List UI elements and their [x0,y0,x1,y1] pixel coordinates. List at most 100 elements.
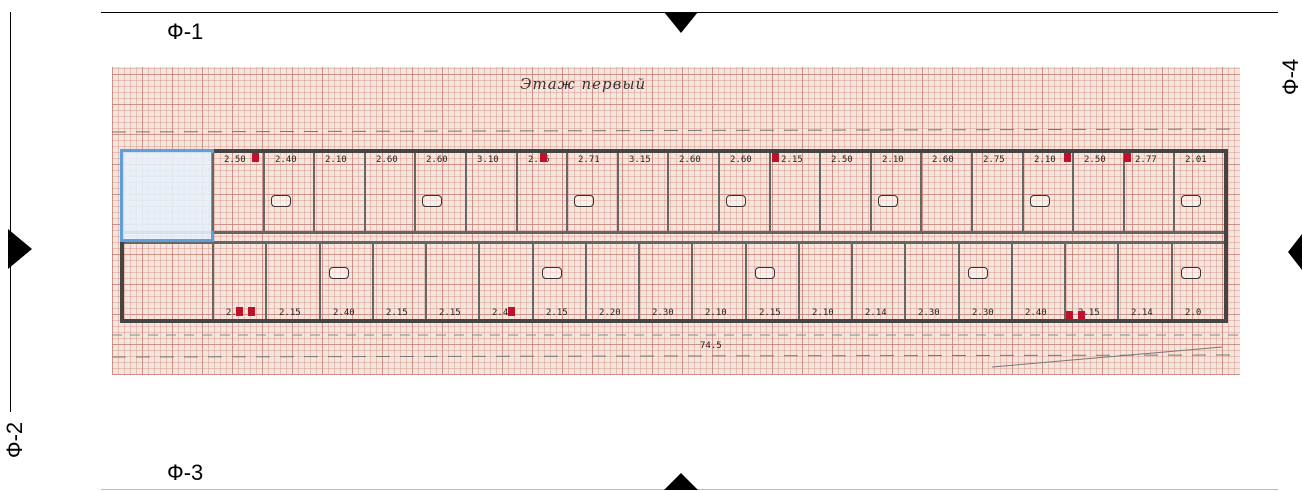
room-partition [1072,153,1074,231]
bath-fixture [542,267,562,279]
red-marker [1124,153,1131,162]
room-dimension-top: 2.01 [1185,155,1207,165]
room-partition [425,244,427,319]
room-partition [212,153,214,231]
room-dimension-top: 2.10 [1034,155,1056,165]
room-partition [585,244,587,319]
room-partition [1022,153,1024,231]
room-dimension-bottom: 2.30 [972,308,994,318]
bath-fixture [968,267,988,279]
room-partition [319,244,321,319]
room-dimension-bottom: 2.14 [1131,308,1153,318]
room-partition [478,244,480,319]
plan-corridor-wall-upper [124,231,1224,234]
section-marker-bottom-icon [664,473,698,490]
room-dimension-bottom: 2.30 [918,308,940,318]
red-marker [508,307,515,316]
room-partition [870,153,872,231]
room-dimension-bottom: 2.15 [386,308,408,318]
room-partition [667,153,669,231]
plan-wall-right [1224,149,1228,323]
section-label-f3: Ф-3 [167,460,204,485]
room-dimension-bottom: 2.14 [865,308,887,318]
floor-plan-scan: Этаж первый 2.50 2.40 2.10 2.60 2.60 3.10 2.15… [112,67,1240,375]
bath-fixture [271,195,291,207]
room-partition [532,244,534,319]
room-partition [1173,153,1175,231]
room-partition [364,153,366,231]
room-dimension-top: 2.50 [1084,155,1106,165]
room-dimension-top: 2.10 [325,155,347,165]
room-partition [958,244,960,319]
room-partition [798,244,800,319]
room-partition [414,153,416,231]
room-partition [851,244,853,319]
room-dimension-top: 2.15 [528,155,550,165]
room-dimension-top: 3.10 [477,155,499,165]
room-partition [819,153,821,231]
room-dimension-bottom: 2.0 [226,308,243,318]
bath-fixture [329,267,349,279]
room-dimension-bottom: 2.15 [1078,308,1100,318]
bath-fixture [755,267,775,279]
room-partition [1123,153,1125,231]
room-dimension-bottom: 2.40 [333,308,355,318]
bath-fixture [878,195,898,207]
red-marker [772,153,779,162]
room-partition [1117,244,1119,319]
bath-fixture [1030,195,1050,207]
room-dimension-bottom: 2.15 [759,308,781,318]
red-marker [540,153,547,162]
room-dimension-top: 2.75 [983,155,1005,165]
bath-fixture [1181,267,1201,279]
room-dimension-bottom: 2.15 [279,308,301,318]
room-dimension-top: 2.71 [578,155,600,165]
room-dimension-top: 3.15 [629,155,651,165]
room-dimension-top: 2.50 [224,155,246,165]
room-dimension-bottom: 2.40 [1025,308,1047,318]
room-partition [691,244,693,319]
room-dimension-bottom: 2.30 [652,308,674,318]
bath-fixture [422,195,442,207]
room-partition [1011,244,1013,319]
room-partition [920,153,922,231]
room-dimension-bottom: 2.10 [812,308,834,318]
room-partition [971,153,973,231]
room-partition [263,153,265,231]
room-partition [718,153,720,231]
section-label-f2: Ф-2 [2,421,28,459]
room-dimension-top: 2.60 [730,155,752,165]
room-partition [465,153,467,231]
room-partition [212,244,214,319]
room-partition [617,153,619,231]
room-partition [372,244,374,319]
room-partition [265,244,267,319]
bath-fixture [574,195,594,207]
total-length-label: 74.5 [700,341,722,351]
floor-plan-title: Этаж первый [520,75,647,93]
room-partition [1171,244,1173,319]
red-marker [1064,153,1071,162]
room-partition [516,153,518,231]
section-label-f1: Ф-1 [167,19,204,44]
red-marker [1066,311,1073,320]
room-partition [566,153,568,231]
red-marker [248,307,255,316]
bath-fixture [726,195,746,207]
room-dimension-top: 2.60 [679,155,701,165]
room-partition [745,244,747,319]
section-label-f4: Ф-4 [1278,58,1302,96]
room-dimension-top: 2.50 [831,155,853,165]
room-partition [904,244,906,319]
section-marker-top-icon [664,12,698,33]
red-marker [236,307,243,316]
plan-wall-top [120,149,1228,153]
plan-wall-bottom [120,319,1228,323]
room-dimension-top: 2.60 [932,155,954,165]
red-marker [1078,311,1085,320]
room-dimension-top: 2.40 [275,155,297,165]
room-dimension-bottom: 2.0 [1185,308,1202,318]
room-dimension-bottom: 2.10 [705,308,727,318]
red-marker [252,153,259,162]
room-dimension-top: 2.10 [882,155,904,165]
